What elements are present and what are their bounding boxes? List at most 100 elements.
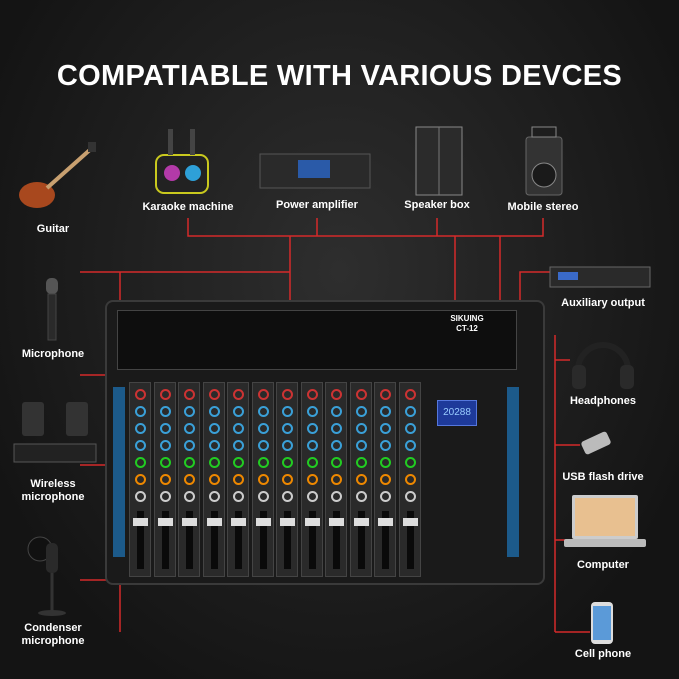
knob[interactable] — [184, 474, 195, 485]
knob[interactable] — [331, 491, 342, 502]
knob[interactable] — [184, 423, 195, 434]
fader-handle[interactable] — [304, 518, 320, 526]
knob[interactable] — [159, 389, 171, 400]
knob[interactable] — [306, 406, 318, 417]
knob[interactable] — [135, 474, 146, 485]
fader-handle[interactable] — [157, 518, 173, 526]
knob[interactable] — [380, 491, 391, 502]
knob[interactable] — [306, 491, 318, 502]
knob[interactable] — [184, 406, 195, 417]
knob[interactable] — [159, 423, 171, 434]
fader-handle[interactable] — [182, 518, 197, 526]
knob[interactable] — [282, 423, 293, 434]
knob[interactable] — [404, 474, 416, 485]
knob[interactable] — [257, 440, 269, 451]
knob[interactable] — [331, 406, 342, 417]
knob[interactable] — [306, 440, 318, 451]
fader-handle[interactable] — [280, 518, 295, 526]
knob[interactable] — [331, 457, 342, 468]
knob[interactable] — [282, 491, 293, 502]
guitar-icon — [19, 142, 96, 208]
knob[interactable] — [257, 389, 269, 400]
label-cell-phone: Cell phone — [574, 648, 632, 660]
knob[interactable] — [159, 474, 171, 485]
knob[interactable] — [233, 440, 244, 451]
knob[interactable] — [282, 389, 293, 400]
fader-handle[interactable] — [255, 518, 271, 526]
fader-handle[interactable] — [133, 518, 148, 526]
fader-handle[interactable] — [206, 518, 222, 526]
knob[interactable] — [331, 440, 342, 451]
knob[interactable] — [159, 440, 171, 451]
knob[interactable] — [331, 423, 342, 434]
knob[interactable] — [404, 389, 416, 400]
knob[interactable] — [184, 491, 195, 502]
knob[interactable] — [355, 440, 367, 451]
knob[interactable] — [257, 406, 269, 417]
knob[interactable] — [208, 406, 220, 417]
knob[interactable] — [233, 457, 244, 468]
knob[interactable] — [135, 389, 146, 400]
knob[interactable] — [208, 423, 220, 434]
fader-handle[interactable] — [402, 518, 418, 526]
knob[interactable] — [135, 406, 146, 417]
knob[interactable] — [380, 423, 391, 434]
knob[interactable] — [380, 474, 391, 485]
knob[interactable] — [404, 457, 416, 468]
knob[interactable] — [404, 440, 416, 451]
knob[interactable] — [208, 491, 220, 502]
knob[interactable] — [208, 457, 220, 468]
fader-handle[interactable] — [378, 518, 393, 526]
knob[interactable] — [355, 457, 367, 468]
knob[interactable] — [404, 423, 416, 434]
fader-handle[interactable] — [353, 518, 369, 526]
knob[interactable] — [233, 389, 244, 400]
knob[interactable] — [306, 423, 318, 434]
knob[interactable] — [331, 389, 342, 400]
knob[interactable] — [306, 457, 318, 468]
knob[interactable] — [257, 491, 269, 502]
knob[interactable] — [404, 406, 416, 417]
knob[interactable] — [233, 491, 244, 502]
knob[interactable] — [135, 423, 146, 434]
knob[interactable] — [257, 457, 269, 468]
knob[interactable] — [306, 389, 318, 400]
knob[interactable] — [355, 389, 367, 400]
knob[interactable] — [282, 440, 293, 451]
knob[interactable] — [380, 389, 391, 400]
knob[interactable] — [159, 491, 171, 502]
knob[interactable] — [159, 457, 171, 468]
knob[interactable] — [331, 474, 342, 485]
knob[interactable] — [257, 423, 269, 434]
knob[interactable] — [282, 457, 293, 468]
knob[interactable] — [135, 491, 146, 502]
knob[interactable] — [306, 474, 318, 485]
knob[interactable] — [233, 474, 244, 485]
knob[interactable] — [184, 389, 195, 400]
knob[interactable] — [282, 406, 293, 417]
knob[interactable] — [355, 406, 367, 417]
knob[interactable] — [208, 474, 220, 485]
knob[interactable] — [380, 457, 391, 468]
knob[interactable] — [380, 406, 391, 417]
fader-handle[interactable] — [231, 518, 246, 526]
knob[interactable] — [208, 440, 220, 451]
knob[interactable] — [135, 440, 146, 451]
knob[interactable] — [184, 440, 195, 451]
knob[interactable] — [233, 406, 244, 417]
knob[interactable] — [355, 491, 367, 502]
knob[interactable] — [380, 440, 391, 451]
knob[interactable] — [159, 406, 171, 417]
knob[interactable] — [282, 474, 293, 485]
label-computer: Computer — [577, 559, 629, 571]
knob[interactable] — [257, 474, 269, 485]
knob[interactable] — [404, 491, 416, 502]
label-power-amplifier: Power amplifier — [276, 199, 358, 211]
knob[interactable] — [355, 474, 367, 485]
knob[interactable] — [208, 389, 220, 400]
knob[interactable] — [135, 457, 146, 468]
fader-handle[interactable] — [329, 518, 344, 526]
knob[interactable] — [233, 423, 244, 434]
knob[interactable] — [355, 423, 367, 434]
knob[interactable] — [184, 457, 195, 468]
